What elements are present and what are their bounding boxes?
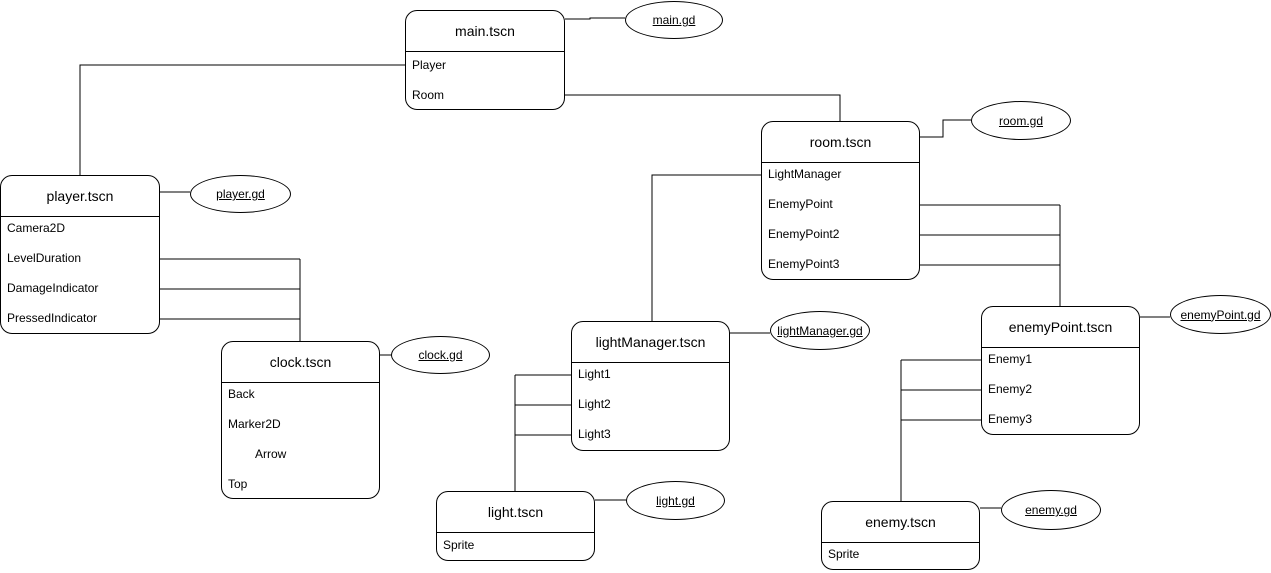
- node-light1: Light1: [578, 367, 611, 381]
- scene-clock[interactable]: clock.tscn Back Marker2D Arrow Top: [221, 341, 380, 499]
- node-damageindicator: DamageIndicator: [7, 281, 99, 295]
- link-room-script: [920, 119, 971, 138]
- scene-room[interactable]: room.tscn LightManager EnemyPoint EnemyP…: [761, 121, 920, 280]
- edge-main-player: [79, 64, 405, 175]
- script-light[interactable]: light.gd: [626, 481, 725, 520]
- node-camera2d: Camera2D: [7, 221, 66, 235]
- script-room[interactable]: room.gd: [971, 101, 1071, 140]
- node-enemy2: Enemy2: [988, 382, 1033, 396]
- node-room: Room: [412, 88, 445, 102]
- scene-player[interactable]: player.tscn Camera2D LevelDuration Damag…: [0, 175, 160, 334]
- node-levelduration: LevelDuration: [7, 251, 82, 265]
- scene-title: room.tscn: [762, 122, 919, 163]
- node-sprite: Sprite: [443, 538, 475, 552]
- node-enemy1: Enemy1: [988, 352, 1033, 366]
- scene-title: enemy.tscn: [822, 502, 979, 543]
- node-pressedindicator: PressedIndicator: [7, 311, 98, 325]
- scene-light[interactable]: light.tscn Sprite: [436, 491, 595, 561]
- script-enemypoint[interactable]: enemyPoint.gd: [1170, 295, 1271, 334]
- node-back: Back: [228, 387, 255, 401]
- script-main[interactable]: main.gd: [625, 1, 723, 39]
- node-enemypoint3: EnemyPoint3: [768, 257, 840, 271]
- node-enemypoint2: EnemyPoint2: [768, 227, 840, 241]
- scene-main[interactable]: main.tscn Player Room: [405, 10, 565, 110]
- node-light2: Light2: [578, 397, 611, 411]
- scene-enemy[interactable]: enemy.tscn Sprite: [821, 501, 980, 570]
- node-top: Top: [228, 477, 248, 491]
- node-light3: Light3: [578, 427, 611, 441]
- scene-lightmanager[interactable]: lightManager.tscn Light1 Light2 Light3: [571, 321, 730, 451]
- node-player: Player: [412, 58, 447, 72]
- node-enemypoint: EnemyPoint: [768, 197, 833, 211]
- link-main-script: [565, 17, 625, 20]
- node-enemy3: Enemy3: [988, 412, 1033, 426]
- script-enemy[interactable]: enemy.gd: [1001, 490, 1101, 530]
- scene-title: clock.tscn: [222, 342, 379, 383]
- scene-title: main.tscn: [406, 11, 564, 52]
- node-arrow: Arrow: [255, 447, 287, 461]
- node-lightmanager: LightManager: [768, 167, 842, 181]
- scene-title: lightManager.tscn: [572, 322, 729, 363]
- node-marker2d: Marker2D: [228, 417, 281, 431]
- script-lightmanager[interactable]: lightManager.gd: [770, 311, 870, 350]
- node-sprite: Sprite: [828, 547, 860, 561]
- scene-title: player.tscn: [1, 176, 159, 217]
- edge-main-room: [565, 94, 841, 121]
- script-clock[interactable]: clock.gd: [391, 336, 490, 374]
- scene-enemypoint[interactable]: enemyPoint.tscn Enemy1 Enemy2 Enemy3: [981, 306, 1140, 435]
- edge-room-lightmanager: [651, 174, 761, 321]
- scene-title: enemyPoint.tscn: [982, 307, 1139, 348]
- scene-title: light.tscn: [437, 492, 594, 533]
- script-player[interactable]: player.gd: [190, 175, 291, 213]
